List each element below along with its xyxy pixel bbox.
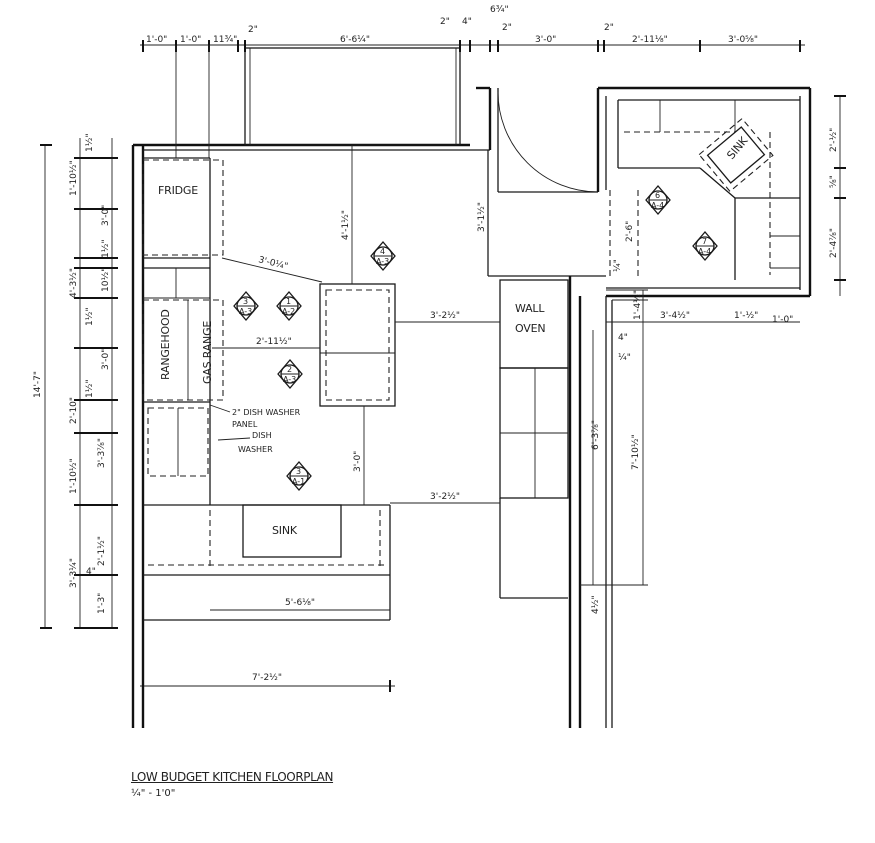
dim-top-10: 2"	[604, 23, 614, 33]
dim-top-8: 2"	[502, 23, 512, 33]
dim-left-11: 1'-10½"	[69, 458, 79, 494]
dim-top-7: 6¾"	[490, 5, 509, 15]
dim-right-4: ¼"	[613, 259, 623, 272]
dim-left-9: 2'-10"	[69, 397, 79, 424]
dim-left-14: 4"	[86, 567, 96, 577]
dim-right-6: 3'-4½"	[660, 311, 690, 321]
main-sink	[242, 504, 342, 558]
dim-left-12: 3'-3¼"	[69, 558, 79, 588]
dimension-text: 1'-0" 1'-0" 11¾" 2" 6'-6¼" 2" 4" 6¾" 2" …	[33, 5, 839, 683]
svg-text:7: 7	[702, 237, 707, 246]
dim-left-outer: 14'-7"	[33, 371, 43, 398]
dim-top-11: 2'-11⅛"	[632, 35, 668, 45]
dim-left-0: 1½"	[85, 133, 95, 152]
dim-top-5: 2"	[440, 17, 450, 27]
label-dw-1: DISH	[252, 431, 272, 440]
dim-right-0: 2'-½"	[829, 128, 839, 152]
drawing-title: LOW BUDGET KITCHEN FLOORPLAN	[131, 770, 334, 784]
dim-top-1: 1'-0"	[180, 35, 201, 45]
dim-right-8: 1'-0"	[772, 315, 793, 325]
section-tag: 2 A-3	[277, 359, 303, 389]
dim-int-7: 5'-6⅛"	[285, 598, 315, 608]
svg-text:1: 1	[286, 297, 291, 306]
dim-right-10: ¼"	[618, 353, 631, 363]
svg-text:A-1: A-1	[292, 477, 305, 486]
svg-text:A-2: A-2	[282, 307, 295, 316]
svg-text:A-3: A-3	[239, 307, 252, 316]
dim-right-3: 2'-6"	[625, 221, 635, 242]
label-wall-oven-1: WALL	[515, 302, 545, 315]
dim-left-10: 3'-3⅞"	[97, 438, 107, 468]
dim-top-0: 1'-0"	[146, 35, 167, 45]
dim-top-9: 3'-0"	[535, 35, 556, 45]
svg-text:A-3: A-3	[376, 257, 389, 266]
dim-int-8: 7'-2½"	[252, 673, 282, 683]
dim-left-13: 2'-1½"	[97, 536, 107, 566]
svg-text:6: 6	[655, 191, 660, 200]
dim-top-6: 4"	[462, 17, 472, 27]
dim-top-12: 3'-0⅝"	[728, 35, 758, 45]
dim-top-4: 6'-6¼"	[340, 35, 370, 45]
fixture-labels: FRIDGE RANGEHOOD GAS RANGE SINK SINK WAL…	[158, 134, 751, 537]
dim-int-6: 3'-1½"	[477, 202, 487, 232]
dim-left-8: 1½"	[85, 379, 95, 398]
fridge-outline	[142, 159, 224, 256]
svg-text:A-3: A-3	[283, 375, 296, 384]
label-dw-panel-1: 2" DISH WASHER	[232, 408, 301, 417]
dim-int-5: 3'-2½"	[430, 492, 460, 502]
dim-right-13: 4½"	[591, 595, 601, 614]
svg-text:4: 4	[380, 247, 385, 256]
label-fridge: FRIDGE	[158, 184, 198, 197]
section-tag: 6 A-4	[645, 185, 671, 215]
dim-top-3: 2"	[248, 25, 258, 35]
dim-top-2: 11¾"	[213, 35, 237, 45]
dim-int-3: 3'-0"	[353, 451, 363, 472]
dim-int-1: 4'-1½"	[341, 210, 351, 240]
label-sink-main: SINK	[272, 524, 298, 537]
dim-left-6: 1½"	[85, 307, 95, 326]
section-tag: 3 A-3	[233, 291, 259, 321]
island	[319, 283, 396, 407]
label-dw-panel-2: PANEL	[232, 420, 258, 429]
section-tags: 3 A-3 1 A-2 2 A-3 4 A-3 3 A-1	[233, 185, 718, 491]
section-tag: 3 A-1	[286, 461, 312, 491]
label-dw-2: WASHER	[238, 445, 273, 454]
dim-right-7: 1'-½"	[734, 311, 758, 321]
drawing-scale: ¼" - 1'0"	[131, 788, 176, 799]
dim-left-4: 4'-3½"	[69, 268, 79, 298]
dim-left-1: 1'-10½"	[69, 160, 79, 196]
section-tag: 1 A-2	[276, 291, 302, 321]
cabinetry	[142, 99, 800, 621]
label-wall-oven-2: OVEN	[515, 322, 545, 335]
label-gas-range: GAS RANGE	[201, 321, 214, 384]
svg-text:3: 3	[296, 467, 301, 476]
dim-int-2: 2'-11½"	[256, 337, 292, 347]
label-rangehood: RANGEHOOD	[159, 309, 172, 380]
dim-left-5: 10½"	[101, 268, 111, 292]
dimension-lines	[40, 40, 846, 692]
svg-text:A-4: A-4	[698, 247, 711, 256]
dim-right-1: ⅝"	[829, 175, 839, 188]
walls	[131, 47, 812, 728]
svg-text:2: 2	[287, 365, 292, 374]
range-outline	[142, 299, 224, 401]
section-tag: 4 A-3	[370, 241, 396, 271]
dim-left-15: 1'-3"	[97, 593, 107, 614]
svg-text:3: 3	[243, 297, 248, 306]
dim-left-3: 1½"	[101, 239, 111, 258]
dim-right-5: 1'-4½"	[633, 290, 643, 320]
dim-right-2: 2'-4⅞"	[829, 228, 839, 258]
dim-left-2: 3'-0"	[101, 205, 111, 226]
dim-int-0: 3'-0¼"	[257, 255, 289, 272]
dim-right-9: 4"	[618, 333, 628, 343]
dim-left-7: 3'-0"	[101, 349, 111, 370]
dim-right-11: 6'-3⅞"	[591, 420, 601, 450]
dim-right-12: 7'-10½"	[631, 434, 641, 470]
section-tag: 7 A-4	[692, 231, 718, 261]
dim-int-4: 3'-2½"	[430, 311, 460, 321]
svg-text:A-4: A-4	[651, 201, 664, 210]
